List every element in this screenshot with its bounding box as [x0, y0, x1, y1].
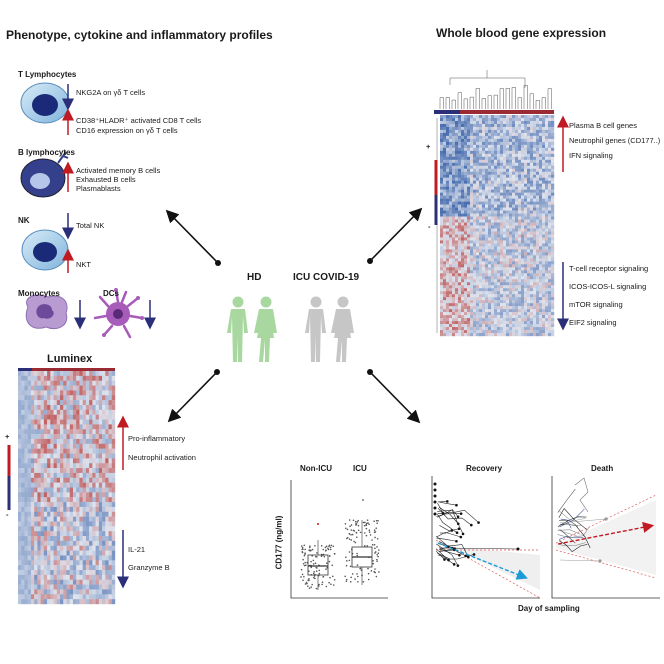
gene-down-item-1: T-cell receptor signaling: [569, 264, 649, 273]
luminex-title: Luminex: [47, 353, 93, 365]
t-cells-down-item: NKG2A on γδ T cells: [76, 88, 146, 97]
cd177-xlabel: Day of sampling: [518, 604, 580, 613]
panel-label-recovery: Recovery: [466, 464, 503, 473]
recovery-panel: [431, 476, 541, 599]
lum-up-item-1: Pro-inflammatory: [128, 434, 186, 443]
arrow-to-phenotype: [165, 209, 219, 264]
lum-plus-sign: +: [5, 432, 10, 441]
cd177-boxplot-panel: [290, 480, 388, 599]
hd-label: HD: [247, 272, 262, 283]
nk-cell-icon: [21, 229, 69, 271]
arrow-to-gene-expression: [369, 207, 423, 262]
b-cell-icon: [20, 151, 69, 198]
monocyte-icon: [25, 294, 68, 330]
gene-up-item-1: Plasma B cell genes: [569, 121, 637, 130]
nk-heading: NK: [18, 216, 30, 225]
b-cells-up-item-1: Activated memory B cells: [76, 166, 161, 175]
b-cells-up-item-3: Plasmablasts: [76, 184, 121, 193]
t-cells-up-item-1: CD38⁺HLADR⁺ activated CD8 T cells: [76, 116, 202, 125]
nk-down-item: Total NK: [76, 221, 105, 230]
gene-dendrogram: [439, 70, 552, 109]
nk-up-item: NKT: [76, 260, 91, 269]
gene-up-item-2: Neutrophil genes (CD177..): [569, 136, 661, 145]
arrow-to-luminex: [167, 371, 218, 423]
right-panel-title: Whole blood gene expression: [436, 26, 607, 40]
monocytes-heading: Monocytes: [18, 289, 60, 298]
group-label-icu: ICU: [353, 464, 367, 473]
gene-down-item-2: ICOS-ICOS-L signaling: [569, 282, 647, 291]
gene-group-bar-icu: [460, 110, 554, 114]
lum-group-bar-icu: [32, 368, 115, 371]
dcs-heading: DCs: [103, 289, 120, 298]
panel-label-death: Death: [591, 464, 614, 473]
gene-minus-sign: -: [428, 222, 431, 231]
healthy-donors-figure: [227, 296, 277, 362]
t-cells-up-item-2: CD16 expression on γδ T cells: [76, 126, 178, 135]
lum-down-item-2: Granzyme B: [128, 563, 170, 572]
icu-label: ICU COVID-19: [293, 272, 360, 283]
group-label-non-icu: Non-ICU: [300, 464, 332, 473]
b-cells-heading: B lymphocytes: [18, 148, 75, 157]
lum-minus-sign: -: [6, 510, 9, 519]
gene-heatmap: [436, 115, 555, 337]
lum-down-item-1: IL-21: [128, 545, 146, 554]
lum-up-item-2: Neutrophil activation: [128, 453, 196, 462]
cd177-ylabel: CD177 (ng/ml): [274, 515, 284, 570]
gene-down-item-4: EIF2 signaling: [569, 318, 617, 327]
icu-patients-figure: [305, 296, 354, 362]
t-cell-icon: [20, 82, 70, 124]
left-panel-title: Phenotype, cytokine and inflammatory pro…: [6, 28, 273, 42]
b-cells-up-item-2: Exhausted B cells: [76, 175, 136, 184]
arrow-to-cd177: [369, 371, 421, 424]
luminex-heatmap: [18, 371, 116, 605]
gene-down-item-3: mTOR signaling: [569, 300, 623, 309]
t-cells-heading: T Lymphocytes: [18, 70, 77, 79]
dc-icon: [93, 288, 144, 339]
death-panel: [551, 476, 660, 599]
gene-plus-sign: +: [426, 142, 431, 151]
gene-up-item-3: IFN signaling: [569, 151, 613, 160]
